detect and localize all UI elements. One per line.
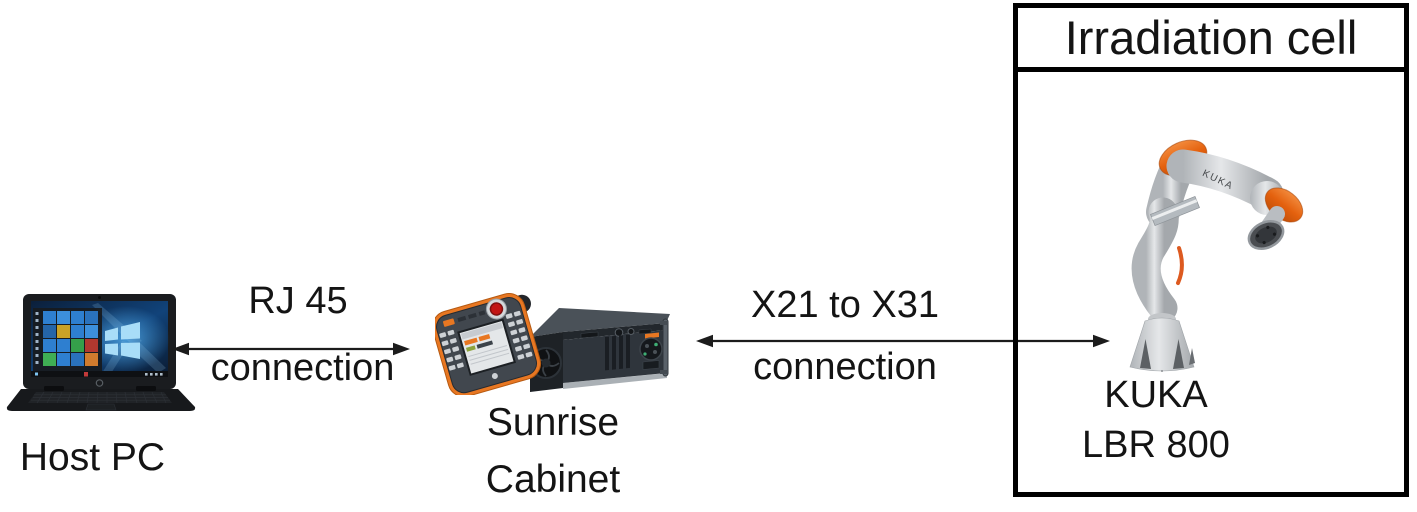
sunrise-cabinet-image [435, 293, 670, 395]
host-pc-label: Host PC [19, 436, 166, 479]
robot-base [1129, 313, 1195, 372]
start-tiles [43, 311, 98, 366]
smartpad [435, 293, 542, 395]
robot-label-line2: LBR 800 [1082, 424, 1230, 466]
rj45-label-line2: connection [210, 347, 395, 389]
smartpad-keys [439, 310, 533, 380]
dell-logo-icon [95, 379, 104, 387]
rj45-double-arrow [172, 342, 410, 356]
kuka-lbr-robot-image: KUKA [1129, 139, 1304, 372]
kuka-logo-chip [442, 318, 455, 327]
sunrise-cabinet-label-line1: Sunrise [486, 401, 620, 444]
sunrise-cabinet-label-line2: Cabinet [485, 458, 621, 501]
robot-metal-band [1150, 195, 1200, 227]
windows-logo-icon [105, 322, 140, 359]
irradiation-cell-box: Irradiation cell [1013, 3, 1409, 497]
trackpad [85, 403, 117, 411]
robot-end-flange [1247, 220, 1285, 250]
taskbar [31, 371, 168, 377]
x21-label-line1: X21 to X31 [750, 284, 940, 326]
start-menu [33, 308, 102, 371]
host-pc-laptop-image [6, 294, 196, 411]
laptop-base [6, 386, 196, 411]
webcam-icon [98, 296, 101, 299]
robot-label-line1: KUKA [1104, 374, 1208, 416]
cabinet-handle [660, 318, 669, 377]
control-cabinet [530, 308, 670, 392]
emergency-stop-button [485, 298, 507, 320]
robot-forearm [1131, 197, 1179, 323]
smartpad-screen [457, 318, 516, 376]
rj45-label-line1: RJ 45 [248, 280, 348, 322]
robot-orange-accent [1176, 246, 1184, 285]
x21-label-line2: connection [753, 346, 937, 388]
laptop-screen [31, 301, 170, 377]
irradiation-cell-header: Irradiation cell [1018, 8, 1404, 72]
irradiation-cell-title: Irradiation cell [1064, 11, 1358, 64]
cabinet-connectors [580, 328, 652, 339]
vent-slots [605, 334, 630, 371]
power-cluster [639, 332, 663, 370]
x21-double-arrow [696, 334, 1110, 348]
